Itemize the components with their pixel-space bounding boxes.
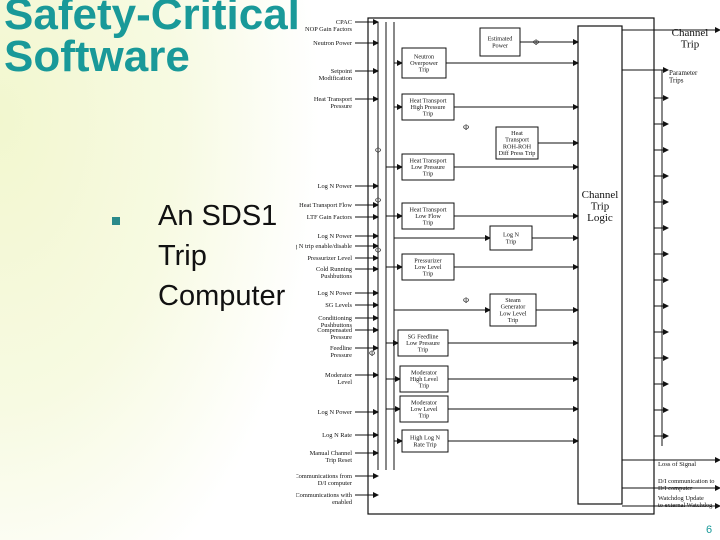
slide-title-line-1: Safety-Critical (4, 0, 300, 39)
phi-symbol: Φ (463, 123, 469, 132)
trip-block (401, 47, 447, 79)
diagram-lines (355, 19, 720, 509)
trip-block (397, 329, 449, 357)
bullet-line-2: Trip (158, 240, 207, 272)
input-label: Log N trip enable/disable (296, 243, 352, 250)
slide-title: Safety-Critical Software (4, 0, 300, 81)
loss-of-signal-label: Loss of Signal (658, 461, 696, 468)
input-label: Log N Power (318, 183, 353, 190)
bullet-text: An SDS1 Trip Computer (158, 196, 285, 316)
trip-block (489, 293, 537, 327)
trip-block (489, 225, 533, 251)
bullet-line-1: An SDS1 (158, 200, 278, 232)
trip-block (495, 126, 539, 160)
input-label: Log N Rate (322, 432, 352, 439)
trip-block (401, 93, 455, 121)
input-label: LTF Gain Factors (307, 214, 353, 221)
phi-symbol: Φ (375, 246, 381, 255)
page-number: 6 (706, 524, 713, 536)
bullet-square-icon (112, 217, 120, 225)
trip-block (401, 202, 455, 230)
input-label: Heat Transport Flow (299, 202, 352, 209)
trip-block (401, 253, 455, 281)
input-label: Pressurizer Level (307, 255, 352, 262)
input-label: Log N Power (318, 290, 353, 297)
input-label: Neutron Power (313, 40, 353, 47)
channel-trip-logic-box (577, 25, 623, 505)
diagram-frame (367, 17, 655, 515)
phi-symbol: Φ (533, 38, 539, 47)
diagram-outer-frame (367, 17, 655, 515)
input-label: SG Levels (325, 302, 352, 309)
bullet-line-3: Computer (158, 280, 286, 312)
phi-symbol: Φ (463, 296, 469, 305)
trip-block (401, 153, 455, 181)
phi-symbol: Φ (375, 146, 381, 155)
trip-block (399, 365, 449, 393)
slide-title-line-2: Software (4, 32, 190, 81)
phi-symbol: Φ (375, 196, 381, 205)
trip-block (479, 27, 521, 57)
slide-background (0, 0, 360, 540)
trip-block (399, 395, 449, 423)
diagram-blocks (397, 27, 539, 453)
phi-symbol: Φ (369, 349, 375, 358)
input-label: Log N Power (318, 233, 353, 240)
input-label: Log N Power (318, 409, 353, 416)
trip-block (401, 429, 449, 453)
